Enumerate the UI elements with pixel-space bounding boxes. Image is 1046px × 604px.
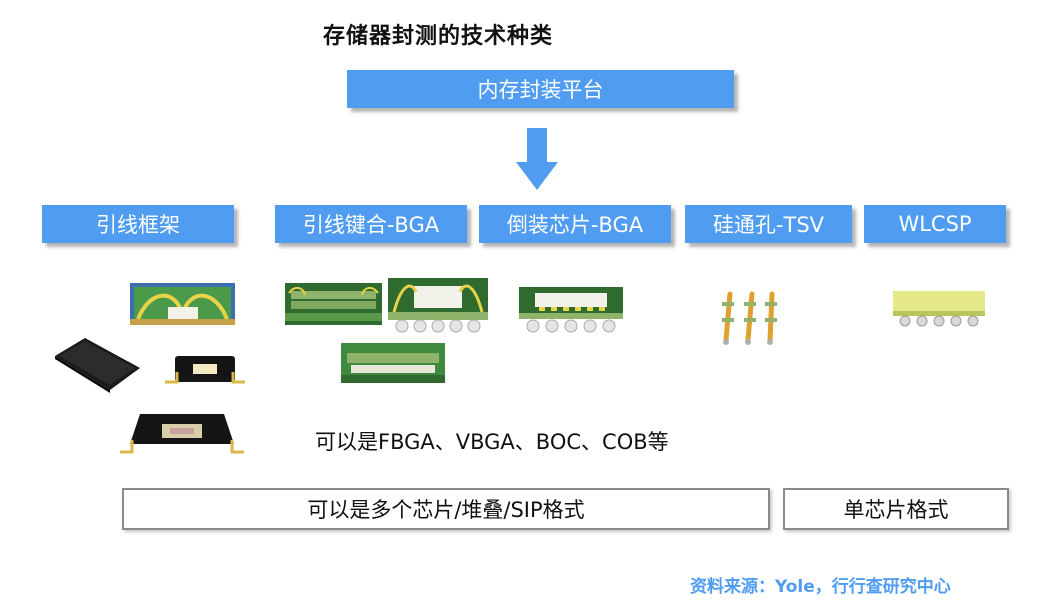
source-credit: 资料来源：Yole，行行查研究中心 (690, 577, 951, 597)
wlcsp-package-icon (893, 291, 985, 327)
category-wlcsp: WLCSP (864, 205, 1006, 243)
platform-box: 内存封装平台 (347, 70, 734, 108)
multi-chip-format-box: 可以是多个芯片/堆叠/SIP格式 (122, 488, 770, 530)
category-label: 倒装芯片-BGA (506, 213, 644, 237)
category-leadframe: 引线框架 (42, 205, 234, 243)
flip-chip-bga-icon (519, 287, 623, 333)
category-label: 硅通孔-TSV (712, 213, 825, 237)
multi-chip-format-label: 可以是多个芯片/堆叠/SIP格式 (307, 498, 585, 522)
diagram-title: 存储器封测的技术种类 (322, 24, 553, 49)
category-label: 引线键合-BGA (302, 213, 440, 237)
wire-bond-bga-stack-icon (285, 283, 382, 325)
wire-bond-bga-side-icon (341, 343, 445, 383)
qfp-package-icon (120, 414, 244, 454)
category-label: WLCSP (898, 212, 972, 236)
category-flip-chip-bga: 倒装芯片-BGA (479, 205, 671, 243)
leadframe-cross-section-icon (130, 283, 235, 325)
platform-label: 内存封装平台 (477, 78, 604, 102)
single-chip-format-label: 单芯片格式 (843, 498, 949, 522)
category-wire-bond-bga: 引线键合-BGA (275, 205, 467, 243)
category-label: 引线框架 (96, 213, 180, 237)
package-variants-note: 可以是FBGA、VBGA、BOC、COB等 (315, 430, 669, 454)
tsop-package-icon (55, 338, 140, 393)
category-tsv: 硅通孔-TSV (685, 205, 852, 243)
soj-package-icon (165, 356, 245, 384)
wire-bond-bga-icon (388, 278, 488, 333)
down-arrow-icon (516, 128, 558, 190)
tsv-interconnect-icon (722, 291, 777, 345)
single-chip-format-box: 单芯片格式 (783, 488, 1009, 530)
